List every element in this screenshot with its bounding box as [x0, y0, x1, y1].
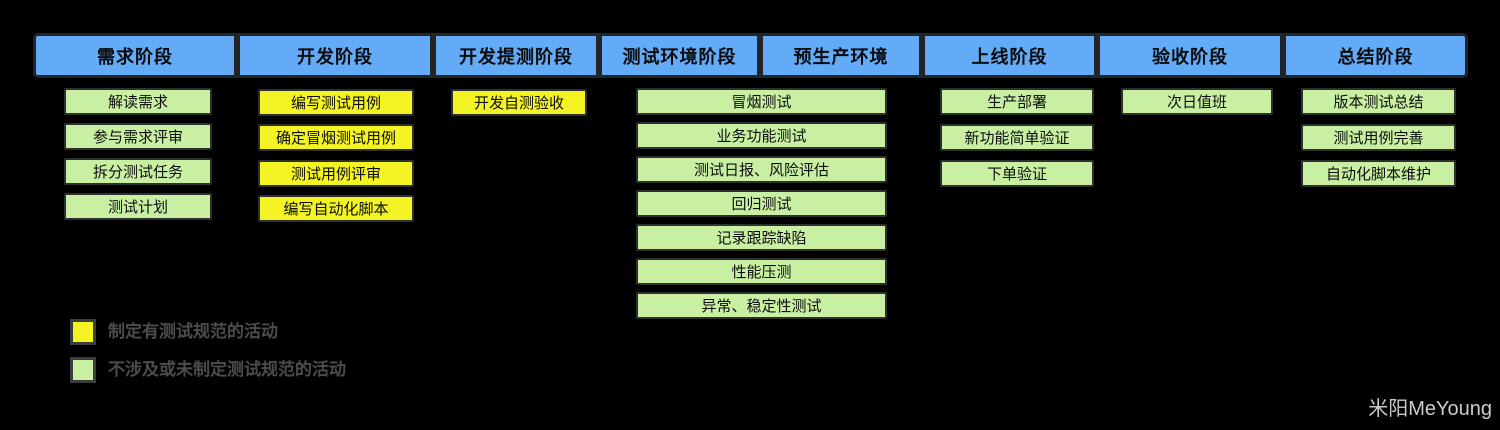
phase-header-development: 开发阶段 — [237, 33, 433, 78]
activity-box: 测试用例评审 — [258, 160, 414, 187]
activity-box: 编写测试用例 — [258, 89, 414, 116]
legend-label-spec: 制定有测试规范的活动 — [108, 322, 278, 341]
activity-box: 编写自动化脚本 — [258, 195, 414, 222]
activity-box: 拆分测试任务 — [64, 158, 212, 185]
activity-box: 冒烟测试 — [636, 88, 887, 115]
activity-box: 下单验证 — [940, 160, 1094, 187]
activity-box: 异常、稳定性测试 — [636, 292, 887, 319]
phase-header-dev-handoff: 开发提测阶段 — [433, 33, 599, 78]
phase-header-requirements: 需求阶段 — [33, 33, 237, 78]
activity-box: 测试日报、风险评估 — [636, 156, 887, 183]
activity-box: 开发自测验收 — [451, 89, 587, 116]
activity-box: 记录跟踪缺陷 — [636, 224, 887, 251]
activity-box: 版本测试总结 — [1301, 88, 1456, 115]
legend-label-nospec: 不涉及或未制定测试规范的活动 — [108, 360, 346, 379]
activity-box: 解读需求 — [64, 88, 212, 115]
activity-box: 回归测试 — [636, 190, 887, 217]
phase-header-preprod: 预生产环境 — [760, 33, 922, 78]
phase-header-test-env: 测试环境阶段 — [599, 33, 760, 78]
phase-header-acceptance: 验收阶段 — [1097, 33, 1283, 78]
legend-swatch-nospec — [70, 357, 96, 383]
watermark: 米阳MeYoung — [1368, 398, 1492, 420]
activity-box: 测试计划 — [64, 193, 212, 220]
activity-box: 生产部署 — [940, 88, 1094, 115]
activity-box: 自动化脚本维护 — [1301, 160, 1456, 187]
activity-box: 次日值班 — [1121, 88, 1273, 115]
activity-box: 业务功能测试 — [636, 122, 887, 149]
activity-box: 新功能简单验证 — [940, 124, 1094, 151]
phase-header-launch: 上线阶段 — [922, 33, 1097, 78]
phase-header-summary: 总结阶段 — [1283, 33, 1468, 78]
activity-box: 测试用例完善 — [1301, 124, 1456, 151]
activity-box: 性能压测 — [636, 258, 887, 285]
legend-swatch-spec — [70, 319, 96, 345]
activity-box: 确定冒烟测试用例 — [258, 124, 414, 151]
activity-box: 参与需求评审 — [64, 123, 212, 150]
